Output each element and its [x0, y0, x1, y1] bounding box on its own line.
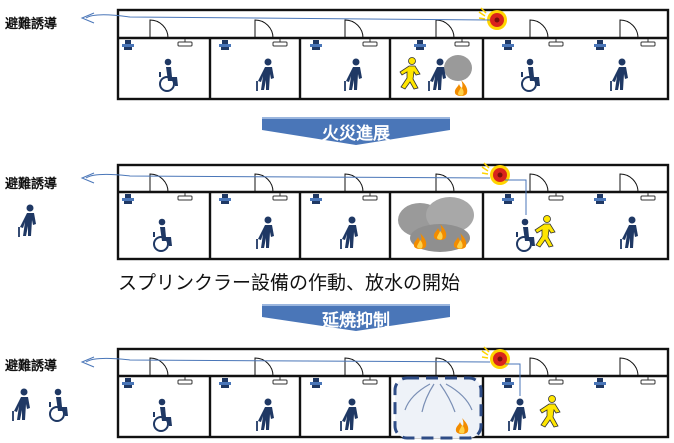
person-with-cane-icon: [18, 203, 37, 238]
person-with-cane-icon: [256, 397, 275, 432]
evacuation-label-2: 避難誘導: [5, 177, 58, 192]
sprinkler-head-icon: [502, 378, 514, 388]
sprinkler-head-icon: [122, 378, 134, 388]
smoke-detector-icon: [362, 376, 378, 385]
sprinkler-head-icon: [594, 194, 606, 204]
smoke-detector-icon: [548, 192, 564, 201]
person-with-cane-icon: [256, 57, 275, 92]
panel-fire-spread: [18, 162, 670, 261]
person-with-cane-icon: [256, 215, 275, 250]
wheelchair-user-icon: [153, 397, 173, 432]
sprinkler-head-icon: [219, 378, 231, 388]
fire-alarm-icon: [481, 162, 511, 186]
smoke-detector-icon: [640, 376, 656, 385]
sprinkler-head-icon: [219, 194, 231, 204]
smoke-detector-icon: [640, 38, 656, 47]
sprinkler-head-icon: [594, 378, 606, 388]
wheelchair-user-icon: [153, 217, 173, 252]
fire-alarm-icon: [481, 346, 511, 370]
smoke-detector-icon: [548, 38, 564, 47]
guide-arrowhead: [80, 12, 95, 24]
smoke-detector-icon: [177, 376, 193, 385]
evacuation-label-3: 避難誘導: [5, 359, 58, 374]
evacuation-label-1: 避難誘導: [5, 17, 58, 32]
smoke-detector-icon: [272, 192, 288, 201]
sprinkler-head-icon: [502, 194, 514, 204]
sprinkler-head-icon: [594, 40, 606, 50]
helper-icon: [534, 215, 556, 248]
smoke-detector-icon: [272, 376, 288, 385]
smoke-icon: [444, 55, 472, 81]
smoke-detector-icon: [454, 38, 470, 47]
person-with-cane-icon: [508, 397, 527, 432]
fire-icon: [454, 80, 468, 96]
sprinkler-head-icon: [414, 40, 426, 50]
progress-arrow-2: [262, 304, 450, 331]
sprinkler-head-icon: [310, 194, 322, 204]
arrow-label-fire-progress: 火災進展: [322, 124, 390, 144]
sprinkler-head-icon: [219, 40, 231, 50]
sprinkler-head-icon: [122, 40, 134, 50]
smoke-detector-icon: [640, 192, 656, 201]
sprinkler-head-icon: [310, 378, 322, 388]
panel-before-fire: [80, 7, 670, 101]
person-with-cane-icon: [12, 387, 31, 422]
smoke-detector-icon: [548, 376, 564, 385]
water-spray-icon: [404, 383, 473, 413]
caption-sprinkler-activation: スプリンクラー設備の作動、放水の開始: [118, 272, 461, 294]
guide-arrowhead: [80, 356, 95, 368]
wheelchair-user-icon: [49, 387, 69, 422]
sprinkler-head-icon: [122, 194, 134, 204]
helper-icon: [539, 395, 561, 428]
wheelchair-user-icon: [516, 217, 536, 252]
smoke-detector-icon: [177, 38, 193, 47]
smoke-detector-icon: [362, 38, 378, 47]
sprinkler-head-icon: [502, 40, 514, 50]
fire-alarm-icon: [478, 7, 508, 31]
smoke-detector-icon: [272, 38, 288, 47]
smoke-detector-icon: [362, 192, 378, 201]
person-with-cane-icon: [344, 57, 363, 92]
person-with-cane-icon: [610, 57, 629, 92]
arrow-label-spread-control: 延焼抑制: [322, 311, 390, 331]
smoke-detector-icon: [177, 192, 193, 201]
panel-fire-suppressed: [12, 346, 670, 440]
wheelchair-user-icon: [521, 57, 541, 92]
helper-icon: [399, 57, 421, 90]
progress-arrow-1: [262, 117, 450, 145]
wheelchair-user-icon: [159, 57, 179, 92]
person-with-cane-icon: [620, 215, 639, 250]
sprinkler-head-icon: [310, 40, 322, 50]
person-with-cane-icon: [428, 57, 447, 92]
person-with-cane-icon: [340, 215, 359, 250]
person-with-cane-icon: [340, 397, 359, 432]
guide-arrowhead: [80, 172, 95, 184]
